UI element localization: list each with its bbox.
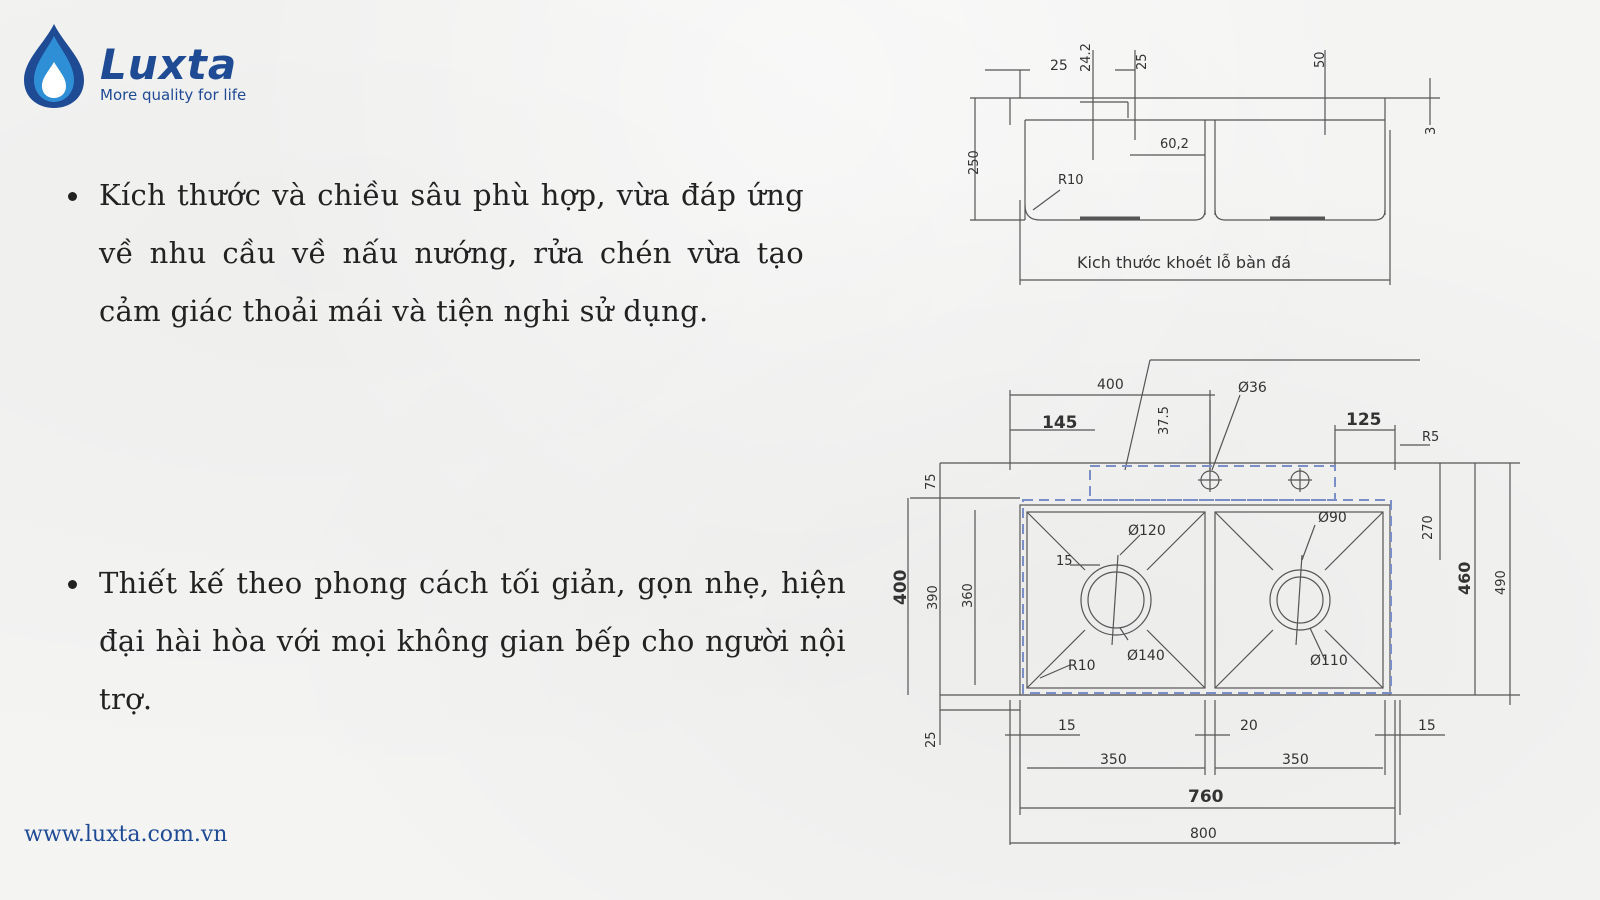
dim-400-top: 400	[1097, 377, 1124, 393]
dim-60-2: 60,2	[1160, 137, 1189, 152]
dim-diam-120: Ø120	[1128, 523, 1166, 539]
feature-bullet-design: Thiết kế theo phong cách tối giản, gọn n…	[66, 554, 846, 728]
dim-diam-140: Ø140	[1127, 648, 1165, 664]
brand-name: Luxta	[100, 40, 238, 89]
dim-75: 75	[924, 473, 939, 490]
brand-tagline: More quality for life	[100, 86, 247, 104]
dim-25: 25	[924, 731, 939, 748]
dim-125: 125	[1346, 410, 1382, 430]
dim-350-b: 350	[1282, 752, 1309, 768]
website-url: www.luxta.com.vn	[24, 822, 228, 847]
dim-diam-110: Ø110	[1310, 653, 1348, 669]
dim-50: 50	[1313, 51, 1328, 68]
feature-list-1: Kích thước và chiều sâu phù hợp, vừa đáp…	[66, 166, 804, 340]
dim-760: 760	[1188, 787, 1224, 807]
dim-37-5: 37.5	[1157, 406, 1172, 435]
dim-250: 250	[967, 150, 982, 175]
dim-20: 20	[1240, 718, 1258, 734]
dim-460: 460	[1455, 562, 1474, 595]
side-view-caption: Kich thước khoét lỗ bàn đá	[1077, 253, 1291, 272]
dim-15-a: 15	[1056, 554, 1073, 569]
dim-25-b: 25	[1135, 53, 1150, 70]
dim-3: 3	[1424, 127, 1439, 135]
dim-24-2: 24.2	[1079, 43, 1094, 72]
dim-r10-b: R10	[1068, 658, 1096, 674]
feature-list-2: Thiết kế theo phong cách tối giản, gọn n…	[66, 554, 846, 728]
dim-25-a: 25	[1050, 58, 1068, 74]
dim-360: 360	[961, 583, 976, 608]
dim-15-b: 15	[1058, 718, 1076, 734]
dim-145: 145	[1042, 413, 1078, 433]
dim-400: 400	[891, 569, 911, 605]
dim-diam-36: Ø36	[1238, 380, 1267, 396]
dim-diam-90: Ø90	[1318, 510, 1347, 526]
dim-15-c: 15	[1418, 718, 1436, 734]
dim-270: 270	[1421, 515, 1436, 540]
water-drop-icon	[24, 24, 84, 108]
dim-r10: R10	[1058, 173, 1084, 188]
dim-390: 390	[926, 585, 941, 610]
dim-490: 490	[1494, 570, 1509, 595]
dim-r5: R5	[1422, 430, 1439, 445]
dim-350-a: 350	[1100, 752, 1127, 768]
feature-bullet-size: Kích thước và chiều sâu phù hợp, vừa đáp…	[66, 166, 804, 340]
luxta-logo: Luxta More quality for life	[22, 22, 262, 114]
dim-800: 800	[1190, 826, 1217, 842]
